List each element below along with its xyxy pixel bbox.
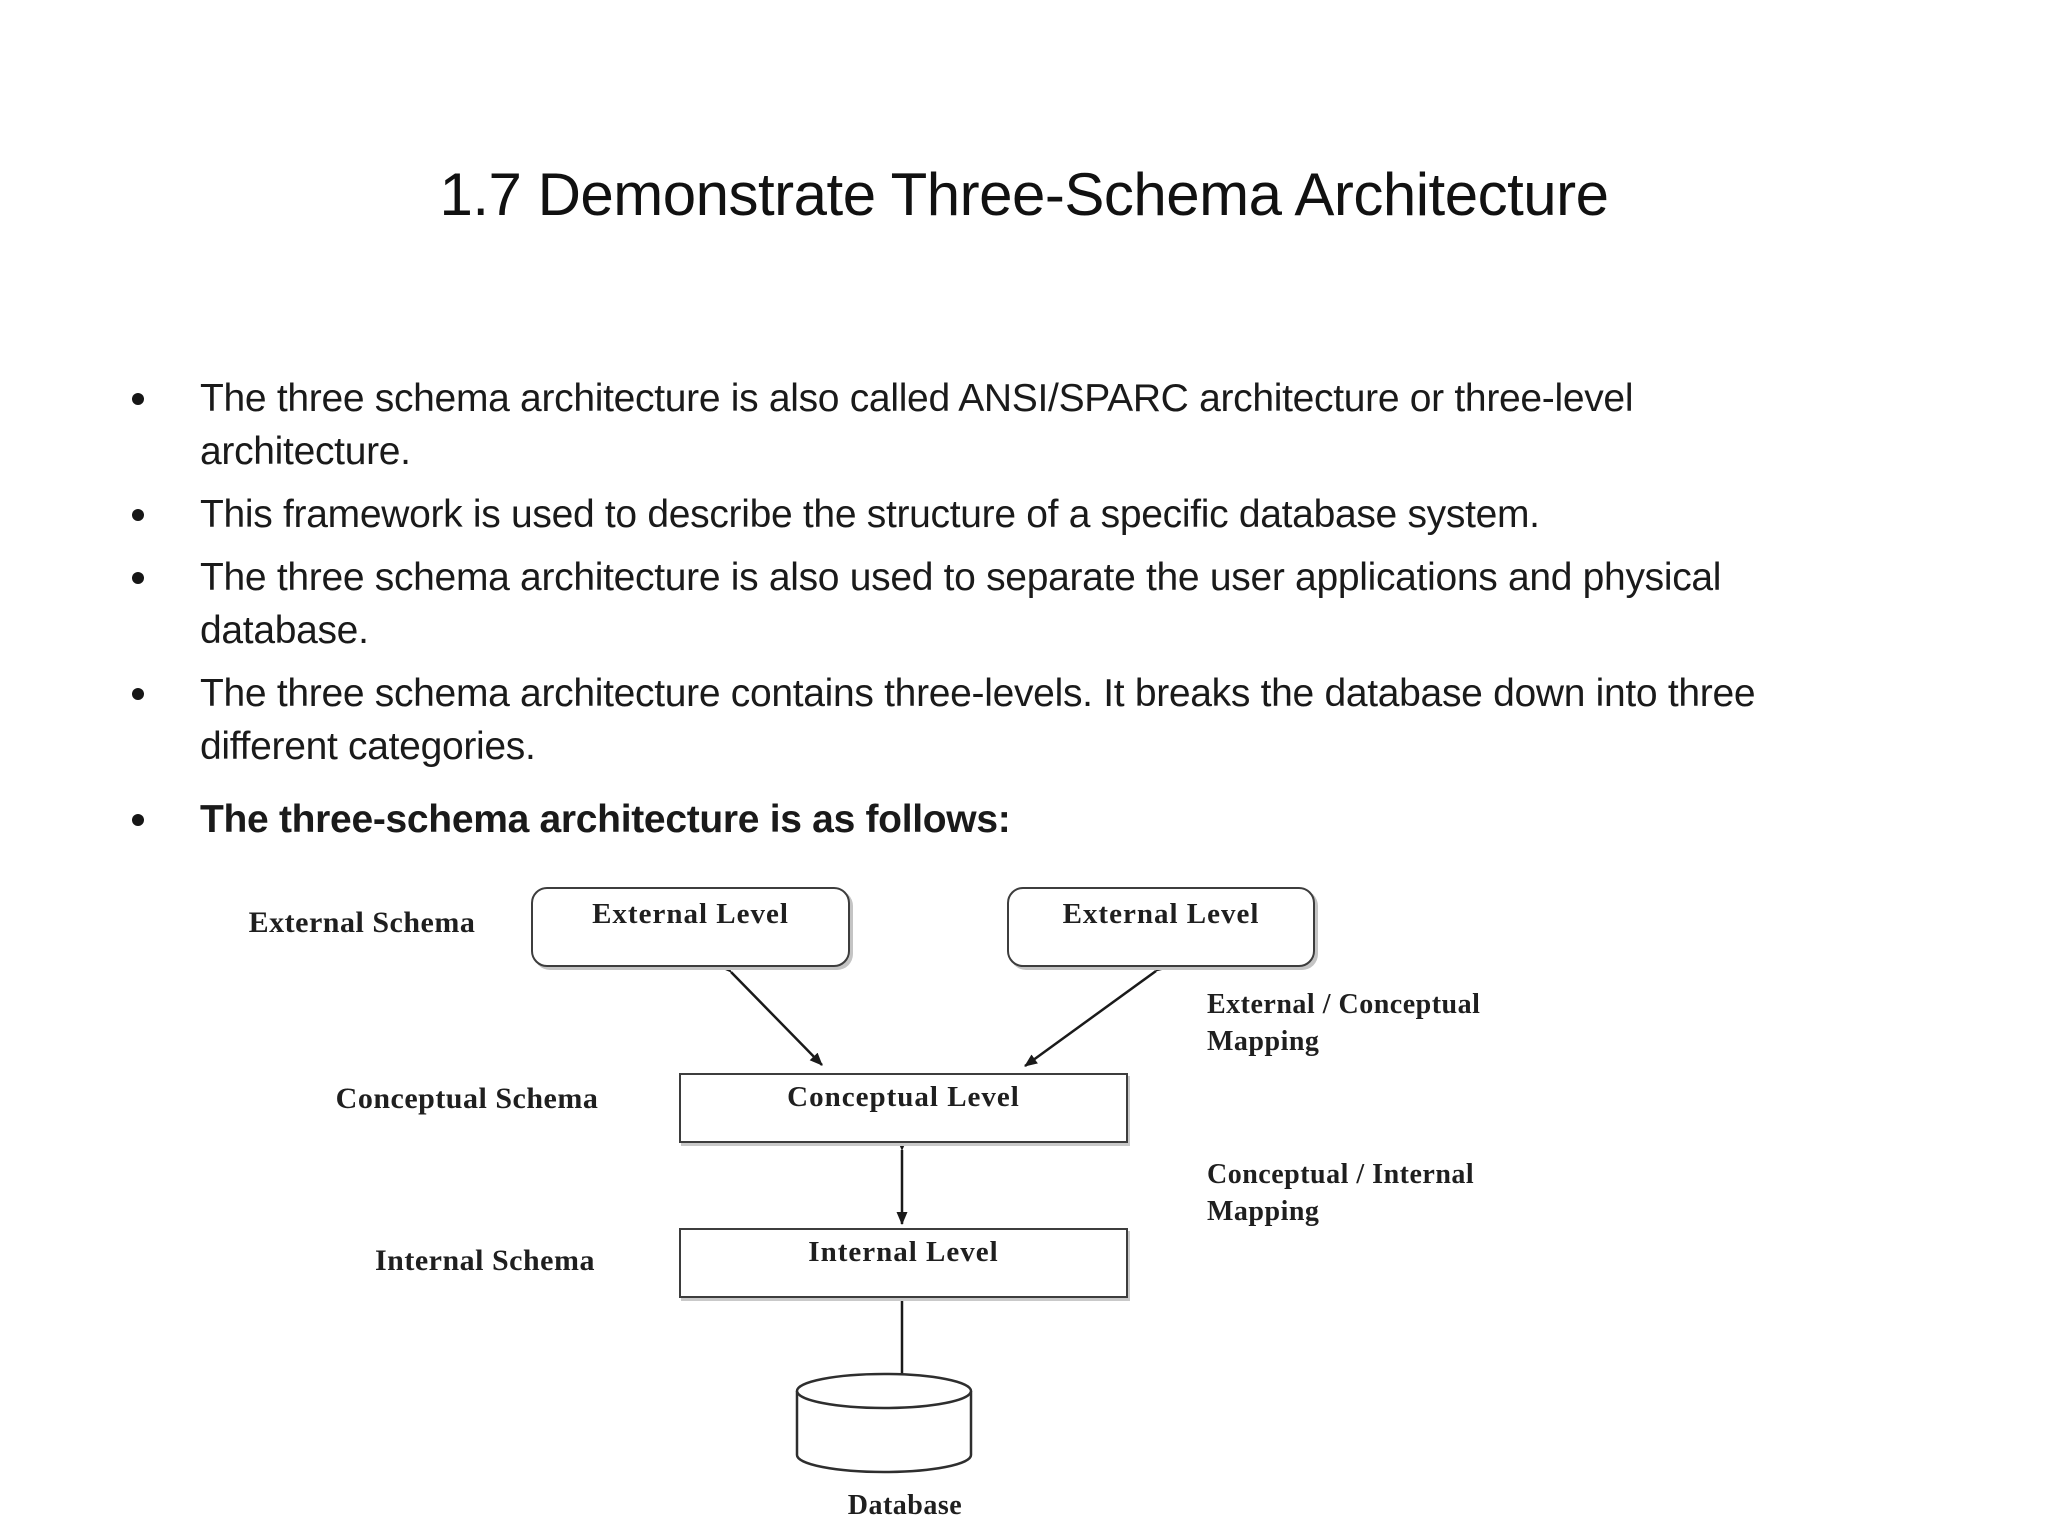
bullet-item: The three schema architecture is also ca… xyxy=(132,372,1960,478)
mapping-label-line: Mapping xyxy=(1207,1026,1320,1057)
conceptual-level-box: Conceptual Level xyxy=(679,1073,1128,1143)
bullet-dot xyxy=(132,393,144,405)
arrow-external-right-conceptual xyxy=(1024,959,1169,1068)
bullet-item: This framework is used to describe the s… xyxy=(132,488,1960,541)
conceptual-schema-label: Conceptual Schema xyxy=(335,1082,599,1115)
internal-schema-label: Internal Schema xyxy=(375,1244,595,1277)
bullet-text-line: The three schema architecture contains t… xyxy=(200,672,1756,715)
bullet-item: The three schema architecture is also us… xyxy=(132,551,1960,657)
bullet-dot xyxy=(132,688,144,700)
bullet-dot xyxy=(132,572,144,584)
external-schema-label: External Schema xyxy=(248,906,476,939)
external-level-box-right: External Level xyxy=(1007,887,1315,967)
bullet-dot xyxy=(132,814,144,826)
page-title: 1.7 Demonstrate Three-Schema Architectur… xyxy=(439,161,1609,228)
bullet-text-line: This framework is used to describe the s… xyxy=(200,493,1540,536)
external-level-box-left: External Level xyxy=(531,887,850,967)
bullet-list: The three schema architecture is also ca… xyxy=(132,372,1960,856)
bullet-text-line: The three schema architecture is also us… xyxy=(200,556,1722,599)
mapping-label-line: Conceptual / Internal xyxy=(1207,1159,1475,1190)
bullet-item: The three-schema architecture is as foll… xyxy=(132,793,1960,846)
arrow-external-left-conceptual xyxy=(718,959,823,1066)
bullet-text-line: architecture. xyxy=(200,430,411,473)
bullet-text-line: The three schema architecture is also ca… xyxy=(200,377,1634,420)
external-conceptual-mapping-label: External / Conceptual Mapping xyxy=(1207,986,1480,1060)
internal-level-box: Internal Level xyxy=(679,1228,1128,1298)
bullet-text-line: database. xyxy=(200,609,369,652)
mapping-label-line: External / Conceptual xyxy=(1207,989,1481,1020)
bullet-text-line: different categories. xyxy=(200,725,536,768)
bullet-text-line: The three-schema architecture is as foll… xyxy=(200,798,1011,841)
conceptual-internal-mapping-label: Conceptual / Internal Mapping xyxy=(1207,1156,1474,1230)
bullet-item: The three schema architecture contains t… xyxy=(132,667,1960,773)
database-cylinder-icon xyxy=(795,1372,973,1474)
database-label: Database xyxy=(847,1490,963,1521)
mapping-label-line: Mapping xyxy=(1207,1196,1320,1227)
bullet-dot xyxy=(132,509,144,521)
